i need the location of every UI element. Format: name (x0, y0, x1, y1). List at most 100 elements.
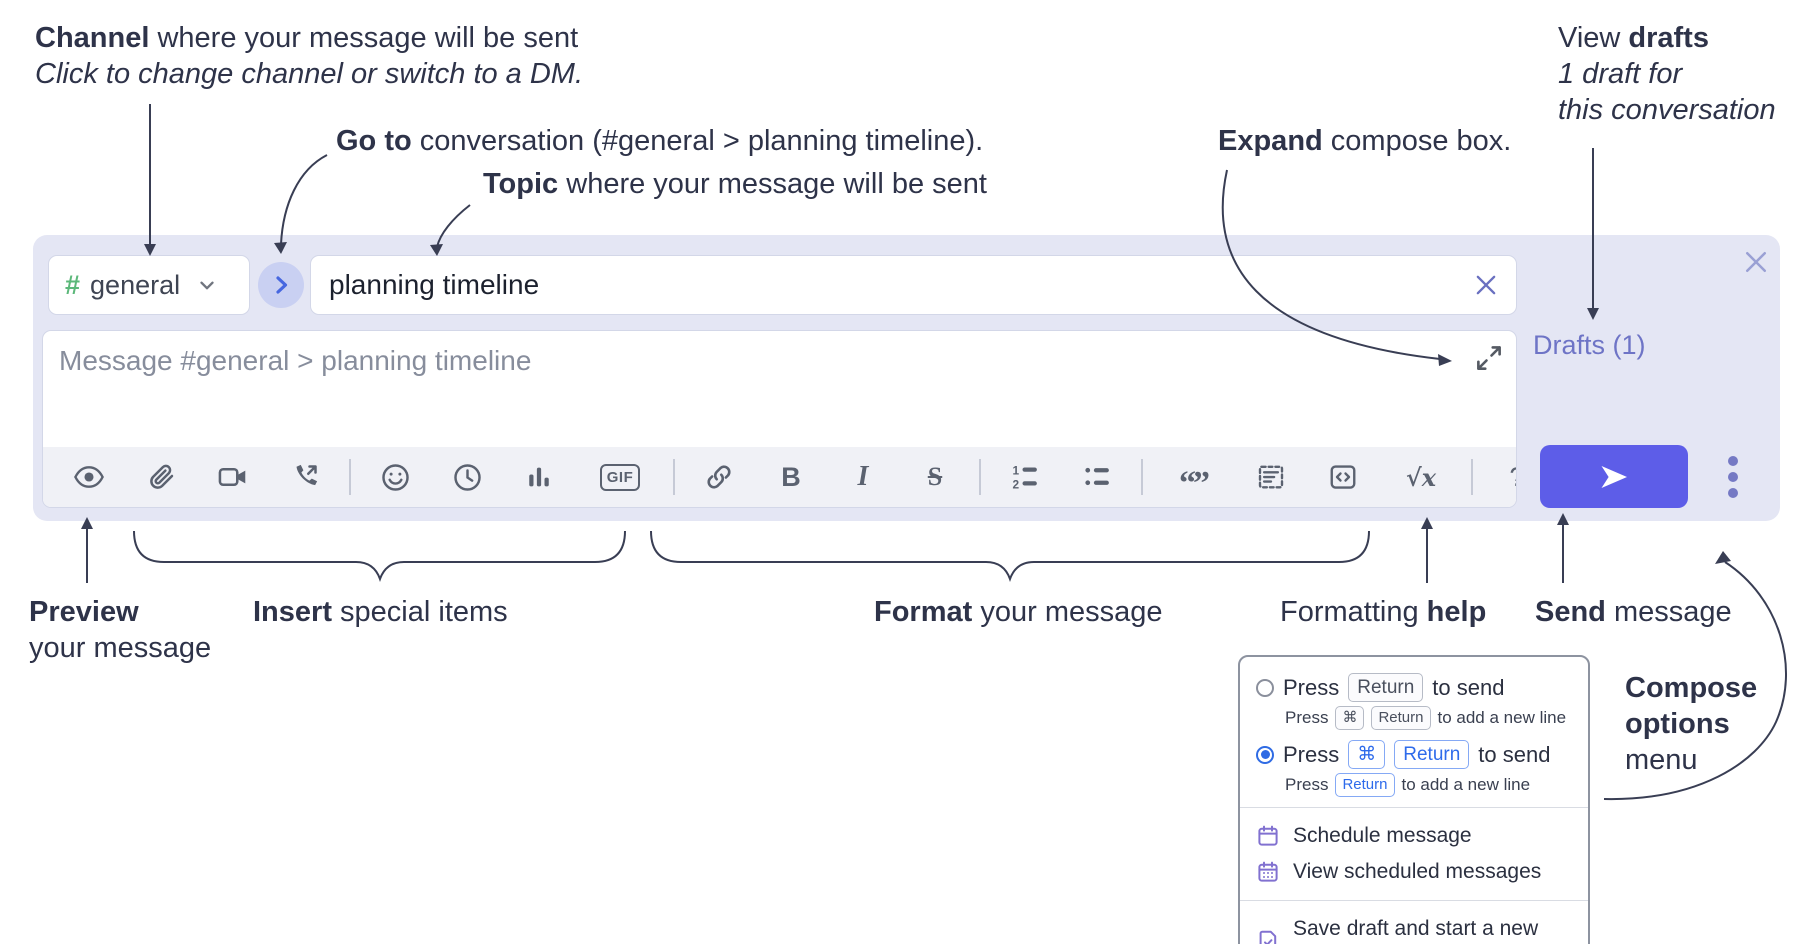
compose-options-menu-button[interactable] (1716, 448, 1750, 506)
schedule-message-item[interactable]: Schedule message (1256, 818, 1572, 854)
insert-brace (133, 530, 626, 583)
math-button[interactable]: √x (1399, 459, 1443, 495)
return-key: Return (1371, 706, 1431, 730)
menu-divider (1240, 807, 1588, 808)
emoji-button[interactable] (379, 459, 411, 495)
go-to-annotation: Go to conversation (#general > planning … (336, 125, 984, 157)
bar-chart-icon (524, 462, 554, 492)
gif-button[interactable]: GIF (595, 459, 645, 495)
scheduled-messages-icon (1256, 860, 1280, 884)
close-icon (1741, 247, 1771, 277)
video-camera-icon (217, 461, 249, 493)
dot-icon (1728, 456, 1738, 466)
bulleted-list-button[interactable] (1081, 459, 1113, 495)
toolbar-divider (1141, 459, 1143, 495)
gif-icon: GIF (599, 463, 641, 491)
phone-call-icon (290, 462, 320, 492)
toolbar-divider (1471, 459, 1473, 495)
cmd-key: ⌘ (1335, 706, 1365, 730)
global-time-button[interactable] (451, 459, 483, 495)
send-button[interactable] (1540, 445, 1688, 508)
go-to-arrow (280, 154, 328, 245)
link-button[interactable] (703, 459, 735, 495)
send-annotation: Send message (1535, 596, 1732, 628)
close-compose-button[interactable] (1741, 247, 1771, 277)
toolbar-divider (673, 459, 675, 495)
expand-compose-button[interactable] (1474, 343, 1504, 373)
bulleted-list-icon (1082, 462, 1112, 492)
spoiler-button[interactable] (1255, 459, 1287, 495)
dot-icon (1728, 488, 1738, 498)
poll-button[interactable] (523, 459, 555, 495)
enter-sends-option-subtext: Press ⌘ Return to add a new line (1285, 706, 1572, 730)
format-brace (650, 530, 1370, 583)
topic-annotation: Topic where your message will be sent (483, 168, 987, 200)
dot-icon (1728, 472, 1738, 482)
view-drafts-annotation: View drafts 1 draft for this conversatio… (1558, 22, 1776, 126)
channel-annotation: Channel where your message will be sent … (35, 22, 584, 90)
schedule-calendar-icon (1256, 824, 1280, 848)
cmd-enter-sends-option[interactable]: Press ⌘ Return to send (1256, 740, 1572, 769)
spoiler-icon (1256, 462, 1286, 492)
message-box: GIF B I S 12 “” √x ? (42, 330, 1517, 508)
attach-file-button[interactable] (145, 459, 177, 495)
send-plane-icon (1597, 462, 1631, 492)
question-mark-icon: ? (1509, 462, 1516, 493)
toolbar-divider (349, 459, 351, 495)
bold-button[interactable]: B (775, 459, 807, 495)
strikethrough-icon: S (927, 462, 943, 491)
bold-icon: B (781, 461, 801, 492)
arrowhead (1715, 551, 1731, 564)
clear-topic-button[interactable] (1472, 271, 1500, 299)
chevron-right-icon (269, 273, 293, 297)
expand-icon (1474, 343, 1504, 373)
preview-annotation: Preview your message (29, 596, 212, 664)
channel-selector[interactable]: # general (48, 255, 250, 315)
paperclip-icon (146, 462, 176, 492)
smiley-icon (380, 462, 411, 493)
italic-icon: I (857, 461, 869, 492)
go-to-conversation-button[interactable] (258, 262, 304, 308)
chevron-down-icon (196, 274, 218, 296)
voice-call-button[interactable] (289, 459, 321, 495)
save-draft-icon (1256, 929, 1280, 944)
expand-annotation: Expand compose box. (1218, 125, 1512, 157)
save-draft-item[interactable]: Save draft and start a new message (1256, 911, 1572, 944)
math-icon: √x (1405, 462, 1437, 492)
radio-selected-icon[interactable] (1256, 745, 1274, 764)
help-button[interactable]: ? (1501, 459, 1516, 495)
preview-button[interactable] (73, 459, 105, 495)
channel-name: general (90, 269, 181, 300)
formatting-help-annotation: Formatting help (1280, 596, 1487, 628)
italic-button[interactable]: I (847, 459, 879, 495)
strikethrough-button[interactable]: S (919, 459, 951, 495)
topic-input[interactable] (327, 268, 1472, 302)
quote-button[interactable]: “” (1171, 459, 1215, 502)
compose-options-menu: Press Return to send Press ⌘ Return to a… (1238, 655, 1590, 944)
channel-hash-icon: # (65, 269, 81, 300)
message-input[interactable] (43, 331, 1516, 447)
compose-options-annotation: Compose options menu (1625, 672, 1758, 776)
svg-text:1: 1 (1013, 464, 1020, 478)
return-key: Return (1335, 773, 1395, 797)
close-icon (1472, 271, 1500, 299)
format-annotation: Format your message (874, 596, 1163, 628)
drafts-link[interactable]: Drafts (1) (1533, 330, 1646, 360)
return-key: Return (1348, 673, 1424, 702)
code-icon (1328, 462, 1358, 492)
quote-icon: “” (1179, 465, 1210, 502)
code-button[interactable] (1327, 459, 1359, 495)
video-call-button[interactable] (217, 459, 249, 495)
toolbar-divider (979, 459, 981, 495)
radio-unselected-icon[interactable] (1256, 678, 1274, 697)
clock-icon (452, 462, 483, 493)
enter-sends-option[interactable]: Press Return to send (1256, 673, 1572, 702)
svg-text:2: 2 (1013, 477, 1020, 491)
menu-divider (1240, 900, 1588, 901)
cmd-key: ⌘ (1348, 740, 1386, 769)
view-scheduled-messages-item[interactable]: View scheduled messages (1256, 854, 1572, 890)
insert-annotation: Insert special items (253, 596, 508, 628)
return-key: Return (1394, 740, 1470, 769)
